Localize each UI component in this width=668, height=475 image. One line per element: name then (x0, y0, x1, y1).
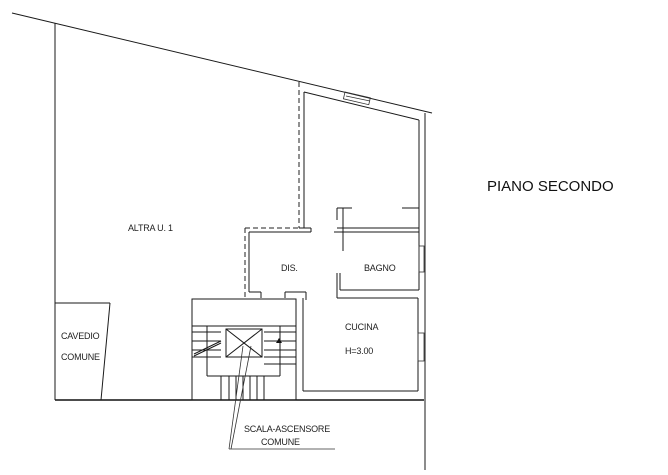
room-label-cucina: CUCINA (345, 322, 378, 332)
room-label-scala-1: SCALA-ASCENSORE (244, 424, 330, 434)
unit-walls (244, 82, 425, 392)
boundary-lines (11, 12, 433, 470)
room-height-cucina: H=3.00 (345, 346, 373, 356)
room-label-cavedio-2: COMUNE (61, 352, 100, 362)
room-label-cavedio-1: CAVEDIO (61, 331, 100, 341)
room-label-dis: DIS. (281, 263, 298, 273)
room-label-altra: ALTRA U. 1 (128, 223, 173, 233)
plan-title: PIANO SECONDO (487, 178, 614, 195)
staircase (191, 298, 335, 450)
room-label-bagno: BAGNO (364, 263, 396, 273)
cavedio-shaft (55, 302, 111, 401)
room-label-scala-2: COMUNE (261, 437, 300, 447)
